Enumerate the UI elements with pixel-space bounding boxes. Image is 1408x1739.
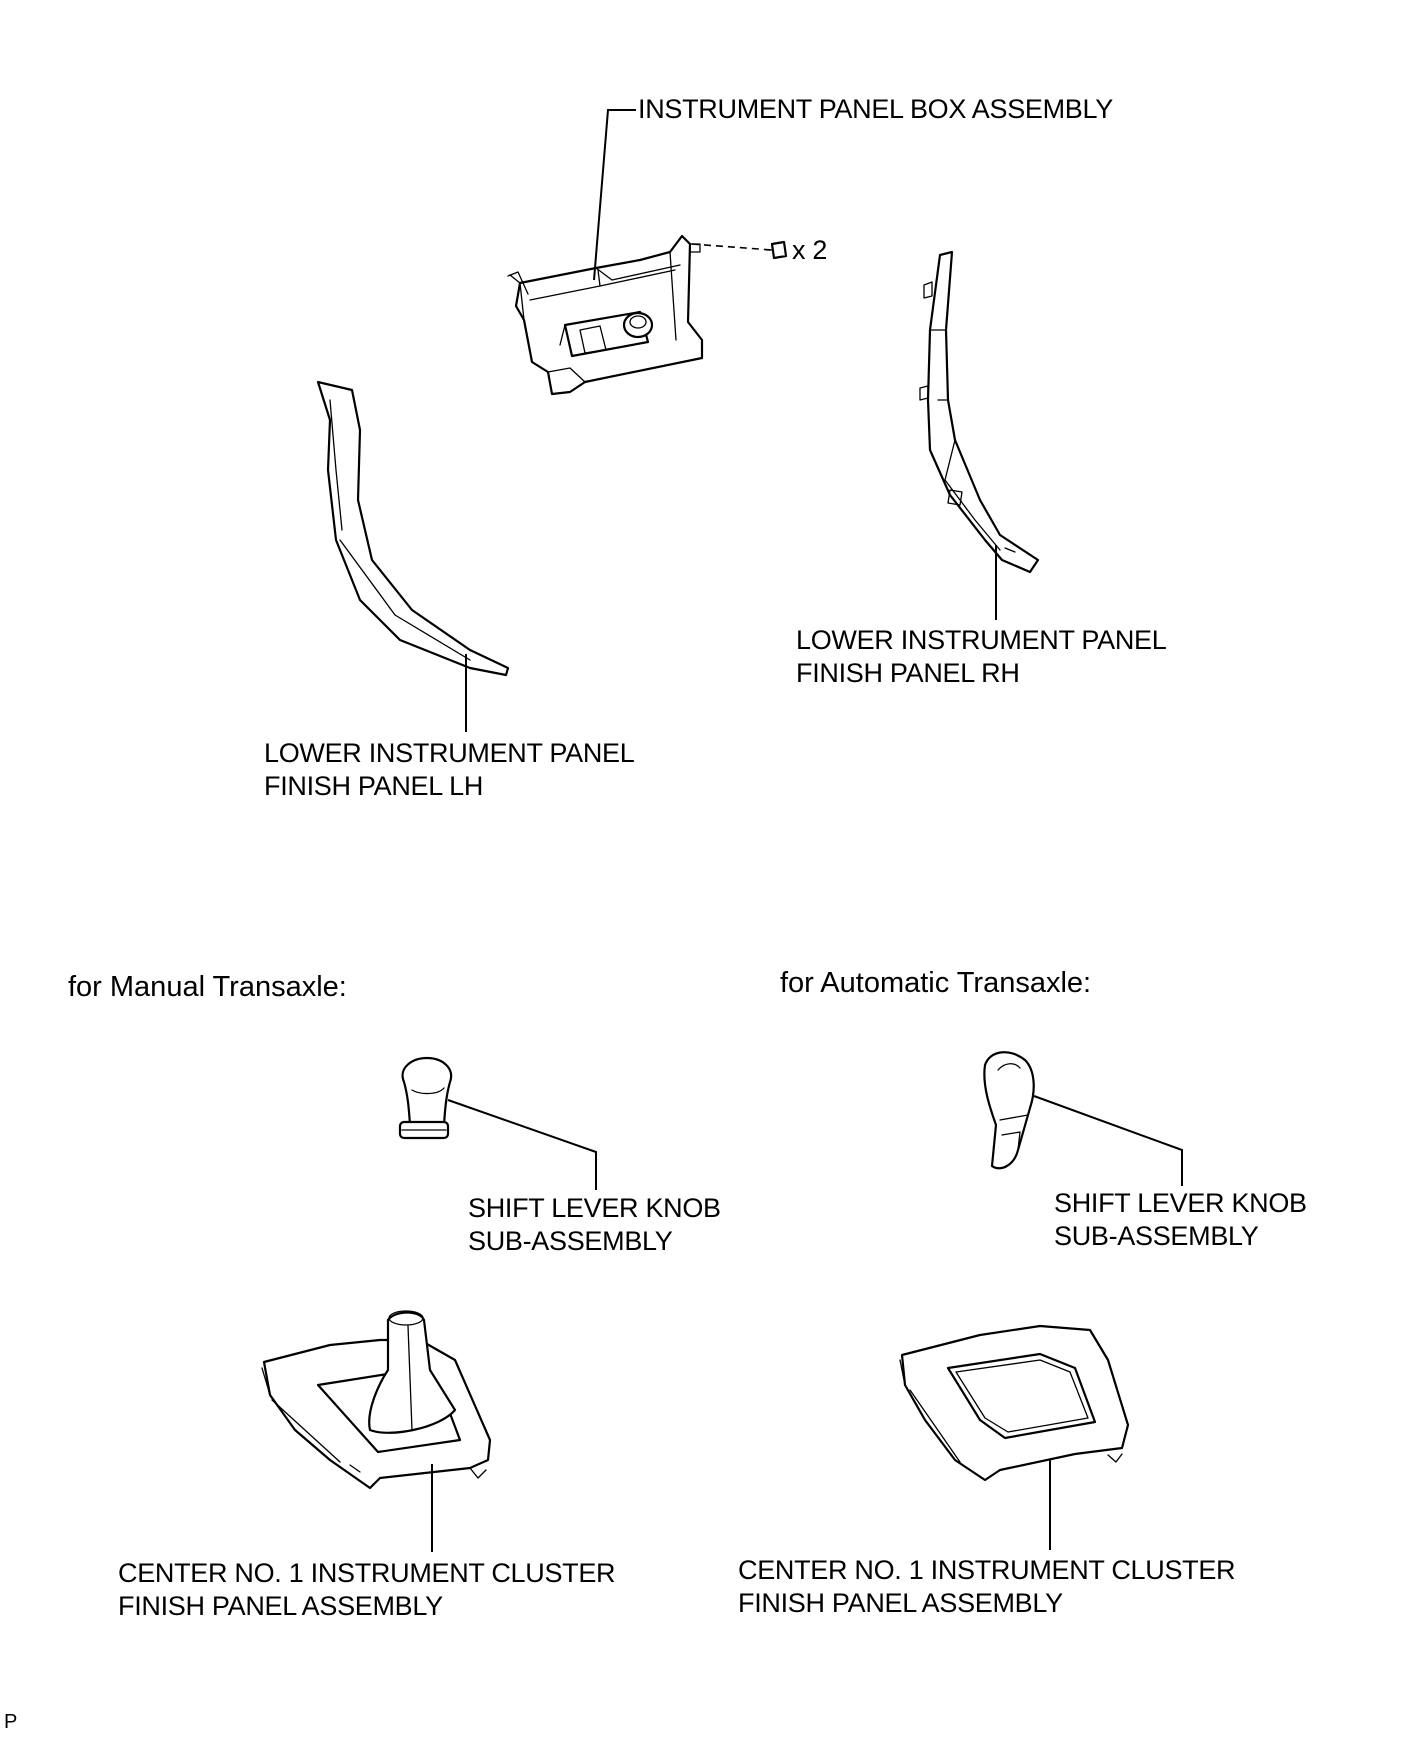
label-manual-knob: SHIFT LEVER KNOB SUB-ASSEMBLY: [468, 1192, 721, 1258]
label-automatic-cluster-line-2: FINISH PANEL ASSEMBLY: [738, 1588, 1063, 1618]
label-lower-panel-lh: LOWER INSTRUMENT PANEL FINISH PANEL LH: [264, 737, 635, 803]
label-manual-cluster: CENTER NO. 1 INSTRUMENT CLUSTER FINISH P…: [118, 1557, 616, 1623]
lower-panel-rh-drawing: [919, 250, 1040, 574]
label-lower-panel-lh-line-2: FINISH PANEL LH: [264, 771, 484, 801]
lower-panel-lh-drawing: [316, 380, 510, 677]
automatic-knob-drawing: [983, 1051, 1035, 1170]
label-automatic-knob: SHIFT LEVER KNOB SUB-ASSEMBLY: [1054, 1187, 1307, 1253]
label-automatic-knob-line-1: SHIFT LEVER KNOB: [1054, 1188, 1307, 1218]
label-screw-quantity: x 2: [792, 235, 828, 265]
label-lower-panel-rh-line-1: LOWER INSTRUMENT PANEL: [796, 625, 1167, 655]
label-automatic-cluster: CENTER NO. 1 INSTRUMENT CLUSTER FINISH P…: [738, 1554, 1236, 1620]
section-heading-automatic: for Automatic Transaxle:: [780, 967, 1092, 999]
label-lower-panel-rh-line-2: FINISH PANEL RH: [796, 658, 1020, 688]
screw-drawing: [691, 240, 788, 260]
label-automatic-cluster-line-1: CENTER NO. 1 INSTRUMENT CLUSTER: [738, 1555, 1236, 1585]
label-automatic-knob-line-2: SUB-ASSEMBLY: [1054, 1221, 1259, 1251]
section-heading-manual: for Manual Transaxle:: [68, 971, 347, 1003]
leader-instrument-panel-box: [593, 109, 636, 281]
instrument-panel-box-drawing: [507, 234, 704, 396]
leader-automatic-knob: [1033, 1095, 1183, 1186]
leader-manual-knob: [447, 1099, 597, 1190]
manual-cluster-panel-drawing: [261, 1310, 492, 1490]
label-manual-cluster-line-1: CENTER NO. 1 INSTRUMENT CLUSTER: [118, 1558, 616, 1588]
label-lower-panel-rh: LOWER INSTRUMENT PANEL FINISH PANEL RH: [796, 624, 1167, 690]
label-manual-cluster-line-2: FINISH PANEL ASSEMBLY: [118, 1591, 443, 1621]
label-manual-knob-line-2: SUB-ASSEMBLY: [468, 1226, 673, 1256]
label-manual-knob-line-1: SHIFT LEVER KNOB: [468, 1193, 721, 1223]
label-lower-panel-lh-line-1: LOWER INSTRUMENT PANEL: [264, 738, 635, 768]
corner-mark: P: [4, 1711, 18, 1733]
automatic-cluster-panel-drawing: [899, 1324, 1130, 1482]
label-instrument-panel-box: INSTRUMENT PANEL BOX ASSEMBLY: [638, 94, 1113, 124]
manual-knob-drawing: [398, 1056, 453, 1140]
